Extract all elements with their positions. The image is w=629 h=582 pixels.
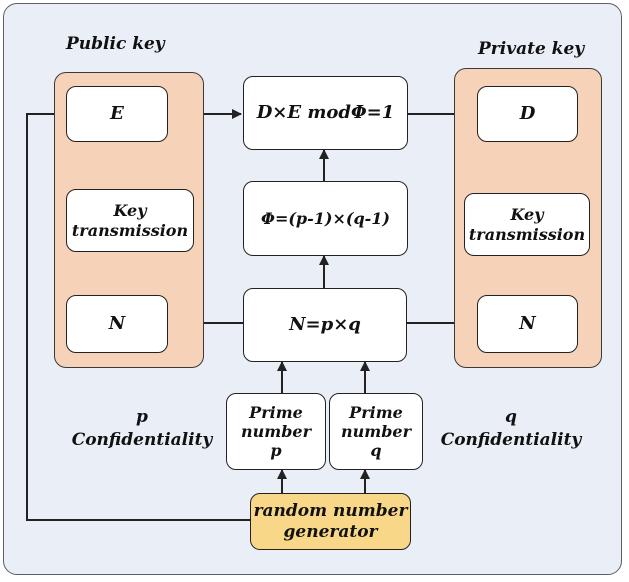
formula-phi-node: Φ=(p-1)×(q-1) (243, 181, 408, 256)
private-key-transmission-node: Key transmission (464, 193, 590, 256)
p-confidentiality-line-1: p (136, 407, 148, 427)
prime-p-line-1: Prime (249, 402, 303, 422)
prime-p-node: Prime number p (226, 393, 326, 470)
prime-q-node: Prime number q (329, 393, 423, 470)
prime-q-line-1: Prime (349, 402, 403, 422)
private-key-transmission-line-2: transmission (468, 224, 586, 244)
private-key-label: Private key (478, 39, 585, 59)
formula-de-node: D×E modΦ=1 (243, 76, 408, 150)
generator-line-2: generator (283, 521, 378, 542)
private-n-node: N (477, 295, 578, 353)
public-key-transmission-line-2: transmission (71, 220, 189, 240)
p-confidentiality-line-2: Confidentiality (71, 429, 213, 450)
random-number-generator-node: random number generator (250, 493, 411, 550)
public-key-transmission-line-1: Key (113, 201, 147, 221)
prime-p-line-3: p (270, 441, 282, 461)
arrow-generator-to-e (26, 109, 250, 521)
private-key-transmission-line-1: Key (510, 205, 544, 225)
q-confidentiality-line-1: q (505, 407, 517, 427)
public-e-node: E (66, 86, 168, 142)
public-key-transmission-node: Key transmission (66, 189, 194, 252)
generator-line-1: random number (253, 501, 408, 522)
public-n-node: N (66, 295, 168, 353)
prime-q-line-2: number (341, 421, 411, 441)
prime-p-line-2: number (241, 421, 311, 441)
q-confidentiality-line-2: Confidentiality (440, 429, 582, 450)
private-d-node: D (477, 86, 578, 142)
p-confidentiality-label: p Confidentiality (70, 406, 214, 452)
public-key-label: Public key (66, 34, 165, 54)
formula-n-node: N=p×q (243, 288, 407, 362)
q-confidentiality-label: q Confidentiality (439, 406, 583, 452)
prime-q-line-3: q (370, 441, 382, 461)
